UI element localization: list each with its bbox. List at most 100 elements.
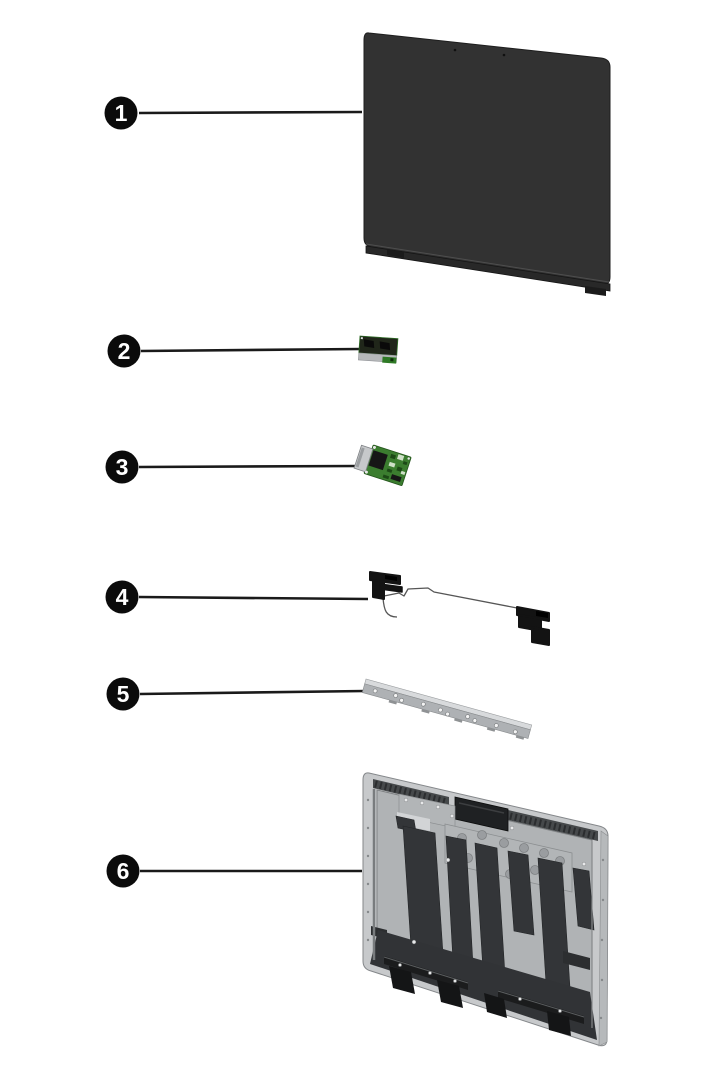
bracket-hole: [512, 729, 518, 735]
callout-number: 1: [115, 100, 128, 126]
bracket-face: [361, 683, 531, 739]
callout-1-marker: [104, 96, 138, 130]
leader-line-2: [140, 347, 362, 353]
screw-dot: [453, 979, 457, 983]
bracket-hole: [472, 718, 478, 723]
pcb-pad: [396, 466, 403, 472]
hinge-rail-highlight: [383, 956, 469, 984]
pcb-pad: [397, 454, 405, 461]
screw-dot: [419, 800, 425, 806]
speaker-kit: [369, 571, 550, 646]
hinge-foot: [547, 1011, 571, 1036]
bracket-hole: [438, 707, 443, 713]
panel-bottom-lip: [365, 245, 611, 292]
screw-dot: [601, 898, 605, 902]
camera-lens-icon: [379, 341, 391, 351]
pcb-pad: [386, 468, 393, 473]
callout-number: 4: [116, 584, 129, 610]
screw-dot: [449, 813, 455, 819]
callout-number: 6: [117, 858, 130, 884]
bracket-tab: [515, 735, 525, 740]
bottom-dark-region: [370, 930, 597, 1040]
screw-dot: [366, 798, 370, 802]
screw-dot: [435, 804, 441, 810]
screw-dot: [372, 445, 376, 449]
speaker-right-foot: [531, 626, 550, 646]
plate-screws: [398, 797, 587, 1013]
antenna-strip: [507, 850, 535, 936]
camera-housing-slot: [458, 802, 505, 814]
screw-dot: [601, 858, 605, 862]
bracket-hole: [372, 688, 378, 694]
wlan-module: [353, 444, 412, 486]
callout-number: 3: [116, 454, 129, 480]
screw-dot: [581, 861, 587, 867]
screw-dot: [411, 939, 417, 945]
camera-pcb-edge: [382, 356, 397, 364]
screw-dot: [518, 997, 522, 1001]
speaker-left: [369, 571, 403, 600]
screw-dot: [428, 971, 432, 975]
edge-patch: [563, 951, 590, 970]
plate-hole: [477, 830, 487, 840]
pcb-pad: [400, 470, 406, 476]
screw-dot: [600, 978, 604, 982]
hinge-foot: [484, 993, 507, 1018]
screw-dot: [360, 337, 363, 340]
leader-lines: [138, 110, 369, 873]
bracket-tab: [454, 718, 463, 723]
screw-dot: [509, 825, 515, 831]
bracket-strip: [361, 678, 533, 740]
bracket-tab: [388, 699, 397, 705]
screw-dot: [558, 1009, 562, 1013]
speaker-right-grille: [536, 611, 548, 618]
pcb-pad: [402, 461, 408, 466]
hinge-rail: [384, 956, 468, 990]
bracket-holes: [372, 688, 518, 735]
screw-dot: [366, 882, 370, 886]
screw-dot: [403, 797, 409, 803]
bracket-hole: [465, 714, 471, 719]
panel-foot-left: [387, 249, 404, 258]
leader-line-5: [139, 689, 366, 696]
bracket-hole: [399, 697, 404, 703]
plate-hole: [530, 865, 540, 875]
plate-hole: [499, 838, 509, 848]
screw-dot: [366, 826, 370, 830]
screw-dot: [398, 963, 402, 967]
antenna-strips: [395, 815, 595, 989]
speaker-right-bar: [516, 606, 550, 622]
camera-module: [358, 335, 399, 364]
speaker-left-grille: [385, 575, 397, 581]
callout-2-marker: [107, 334, 141, 368]
callout-5-marker: [106, 677, 140, 711]
pcb-pad: [382, 474, 390, 480]
wlan-chip: [368, 450, 388, 471]
callout-2: 2: [107, 334, 141, 368]
antenna-band-texture: [374, 780, 448, 806]
screw-dot: [366, 938, 370, 942]
plate-hole: [519, 843, 529, 853]
callout-3: 3: [105, 450, 139, 484]
back-cover-right-rim: [598, 830, 609, 1047]
screw-dot: [599, 1016, 603, 1020]
callout-6-marker: [106, 854, 140, 888]
microphone-hole-icon: [453, 48, 457, 52]
speaker-cable: [383, 587, 518, 609]
bracket-tab: [421, 709, 430, 714]
callout-1: 1: [104, 96, 138, 130]
callout-markers: 1 2 3 4 5 6: [104, 96, 141, 888]
wlan-connector-slot: [355, 447, 365, 468]
callout-4-marker: [105, 580, 139, 614]
bracket-hole: [420, 701, 426, 707]
plate-hole: [539, 848, 549, 858]
screw-dot: [366, 910, 370, 914]
leader-line-1: [138, 110, 363, 115]
bracket-hole: [445, 711, 450, 717]
panel-bottom-seam: [365, 243, 610, 283]
leader-line-4: [138, 595, 369, 601]
display-panel-assembly: [363, 32, 611, 296]
microphone-hole-icon: [502, 53, 506, 57]
